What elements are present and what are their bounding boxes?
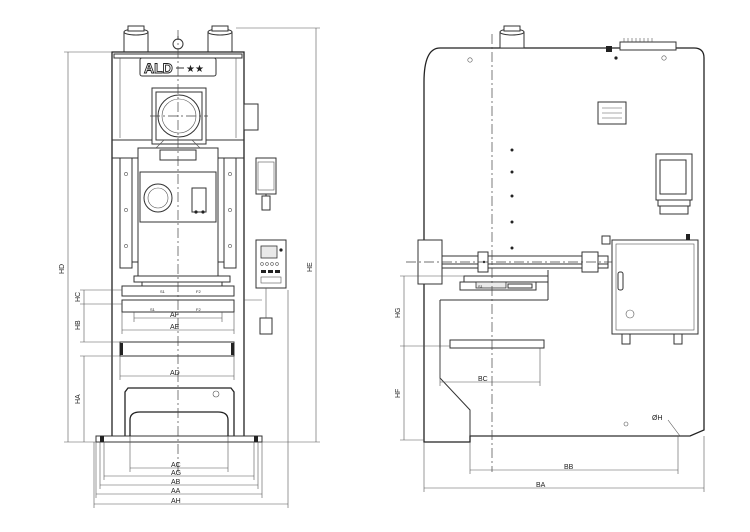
- crank-cover: [150, 87, 208, 145]
- side-dim-label-bb: BB: [564, 464, 574, 471]
- nameplate-icon: [597, 101, 627, 125]
- side-dim-label-ba: BA: [536, 482, 546, 489]
- side-dim-label-hf: HF: [395, 389, 402, 398]
- slide-mark-right: F2: [196, 289, 201, 294]
- dim-label-hd: HD: [59, 264, 66, 274]
- dim-label-ae: AE: [170, 324, 180, 331]
- top-cylinder-left: [120, 25, 152, 53]
- dim-label-ah: AH: [171, 498, 181, 505]
- side-hole-top: [467, 57, 473, 63]
- side-dim-label-bc: BC: [478, 376, 488, 383]
- side-window: [655, 153, 693, 215]
- logo-text: ALD: [144, 60, 173, 76]
- front-base: [95, 411, 263, 443]
- front-vertical-dimension-right: HE: [236, 27, 320, 443]
- slide-mark-left: S1: [160, 289, 166, 294]
- dim-label-ag: AG: [171, 470, 181, 477]
- top-cylinder-right: [204, 25, 236, 53]
- dim-label-he: HE: [307, 262, 314, 272]
- dim-label-ac: AC: [171, 462, 181, 469]
- side-view: S1 ØH HG: [395, 25, 705, 492]
- side-horizontal-dimensions: BC BB BA: [423, 348, 705, 492]
- electric-box: [255, 157, 277, 211]
- dim-label-ad: AD: [170, 370, 180, 377]
- dim-label-af: AF: [170, 312, 179, 319]
- side-vertical-dimensions: HG HF: [395, 275, 464, 441]
- control-panel-icon: [255, 239, 287, 289]
- side-hole-label: ØH: [652, 415, 663, 422]
- side-junction-box: [259, 317, 273, 335]
- side-foot-hole: [623, 421, 629, 427]
- side-shaft: [406, 239, 626, 285]
- dim-label-ha: HA: [75, 394, 82, 404]
- dim-label-hc: HC: [75, 292, 82, 302]
- dim-label-ab: AB: [171, 479, 181, 486]
- dim-label-aa: AA: [171, 488, 181, 495]
- bed-table: [119, 341, 235, 398]
- bolster-mark-right: F2: [196, 307, 201, 312]
- side-bolster: [449, 339, 545, 349]
- logo-plate: ALD ★★: [139, 57, 217, 77]
- front-horizontal-dimensions: AF AE AD AC AG AB AA: [93, 290, 289, 508]
- logo-suffix: ★★: [186, 64, 204, 75]
- side-slide: S1: [459, 275, 549, 291]
- front-vertical-dimensions: HD HC HB HA: [59, 51, 122, 443]
- gear-icon: [606, 38, 677, 60]
- crown-side-block: [243, 103, 259, 131]
- side-top-cylinder: [499, 25, 525, 49]
- dim-label-hb: HB: [75, 320, 82, 330]
- bolster-mark-left: S1: [150, 307, 156, 312]
- side-dim-label-hg: HG: [395, 308, 402, 319]
- front-view: ALD ★★: [59, 25, 320, 508]
- side-slide-mark: S1: [478, 284, 484, 289]
- side-hole-top-right: [661, 55, 667, 61]
- side-electric-cabinet: [601, 234, 699, 345]
